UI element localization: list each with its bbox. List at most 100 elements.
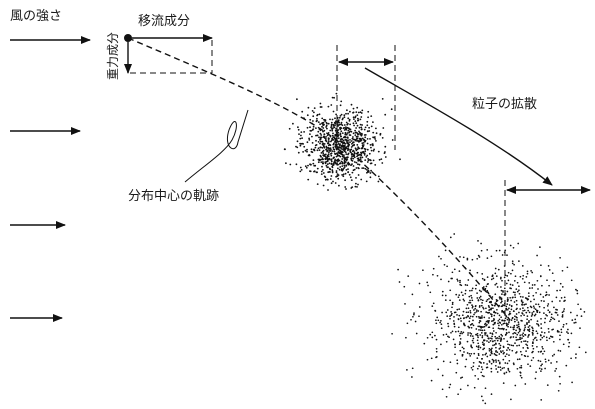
particle-dot: [496, 286, 499, 288]
particle-dot: [451, 277, 453, 280]
particle-dot: [507, 271, 510, 274]
particle-dot: [496, 339, 499, 342]
particle-dot: [323, 118, 325, 121]
particle-dot: [481, 273, 484, 275]
particle-dot: [543, 335, 545, 338]
particle-dot: [358, 137, 361, 140]
particle-dot: [323, 175, 326, 178]
particle-dot: [577, 303, 579, 306]
particle-dot: [478, 317, 481, 319]
particle-dot: [473, 313, 475, 316]
particle-dot: [309, 133, 311, 136]
particle-dot: [545, 291, 548, 294]
particle-dot: [337, 177, 340, 180]
particle-dot: [492, 361, 495, 363]
particle-dot: [527, 336, 529, 338]
particle-dot: [439, 321, 441, 324]
particle-dot: [459, 332, 462, 335]
particle-dot: [322, 172, 325, 174]
particle-dot: [311, 129, 314, 131]
particle-dot: [366, 161, 369, 163]
particle-dot: [343, 167, 345, 170]
particle-dot: [309, 126, 311, 129]
particle-dot: [375, 140, 377, 142]
particle-dot: [505, 322, 508, 325]
particle-dot: [485, 352, 488, 355]
particle-dot: [527, 292, 530, 294]
particle-dot: [336, 162, 338, 165]
particle-dot: [447, 322, 449, 325]
particle-dot: [559, 256, 561, 259]
particle-dot: [495, 346, 497, 349]
particle-dot: [349, 176, 352, 179]
particle-dot: [477, 346, 480, 349]
particle-dot: [518, 338, 521, 341]
particle-dot: [502, 346, 505, 349]
particle-dot: [459, 256, 461, 258]
particle-dot: [366, 168, 368, 171]
particle-dot: [470, 352, 473, 355]
particle-dot: [357, 147, 360, 150]
particle-dot: [335, 155, 338, 158]
particle-dot: [325, 124, 328, 127]
particle-dot: [448, 386, 451, 389]
particle-dot: [319, 132, 322, 135]
particle-dot: [445, 333, 448, 336]
particle-dot: [459, 279, 461, 282]
particle-dot: [510, 308, 513, 311]
particle-dot: [562, 326, 565, 328]
particle-dot: [495, 282, 498, 285]
particle-dot: [457, 296, 460, 299]
particle-dot: [320, 106, 323, 108]
particle-dot: [343, 129, 346, 131]
particle-dot: [551, 300, 554, 303]
particle-dot: [480, 249, 483, 252]
particle-dot: [345, 121, 348, 124]
particle-dot: [345, 159, 348, 161]
particle-dot: [520, 376, 523, 379]
particle-dot: [353, 124, 355, 127]
particle-dot: [335, 92, 338, 95]
particle-dot: [449, 361, 452, 364]
particle-dot: [399, 158, 401, 161]
particle-dot: [467, 307, 470, 310]
particle-dot: [567, 338, 569, 341]
particle-dot: [561, 286, 564, 288]
particle-dot: [523, 329, 526, 332]
particle-dot: [353, 161, 356, 163]
particle-dot: [491, 320, 493, 322]
particle-dot: [302, 117, 305, 120]
particle-dot: [379, 132, 382, 135]
particle-dot: [492, 359, 495, 362]
particle-dot: [500, 338, 503, 341]
particle-dot: [443, 263, 446, 266]
particle-dot: [338, 162, 341, 165]
particle-dot: [341, 124, 344, 127]
particle-dot: [441, 374, 444, 377]
particle-dot: [548, 269, 551, 271]
particle-dot: [328, 162, 331, 165]
particle-dot: [316, 114, 318, 117]
particle-dot: [497, 322, 499, 325]
particle-dot: [342, 136, 345, 139]
particle-dot: [513, 318, 516, 321]
particle-dot: [485, 307, 487, 310]
particle-dot: [487, 283, 489, 285]
particle-dot: [488, 326, 491, 329]
particle-dot: [370, 115, 373, 117]
particle-dot: [481, 329, 484, 332]
particle-dot: [429, 291, 432, 294]
particle-dot: [466, 257, 469, 260]
particle-dot: [480, 310, 482, 313]
particle-dot: [494, 339, 496, 342]
particle-dot: [480, 366, 483, 368]
particle-dot: [299, 166, 302, 169]
particle-dot: [317, 161, 320, 164]
particle-dot: [345, 164, 348, 167]
particle-dot: [330, 104, 333, 106]
particle-dot: [320, 140, 322, 143]
particle-dot: [482, 286, 485, 288]
particle-dot: [338, 168, 341, 171]
particle-dot: [482, 306, 484, 309]
particle-dot: [499, 340, 502, 342]
